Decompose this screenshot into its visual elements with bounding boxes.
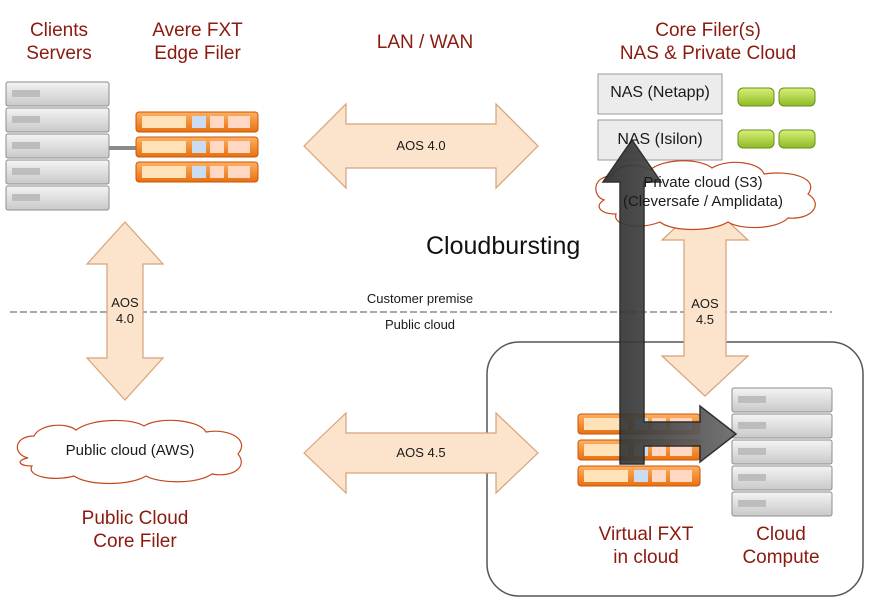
public-cloud-aws-label: Public cloud (AWS) (65, 442, 195, 459)
cloudbursting-arrow (601, 138, 738, 465)
private-cloud-label: Private cloud (S3)(Cleversafe / Amplidat… (622, 174, 784, 210)
public-cloud-arrow (303, 411, 539, 495)
nas-isilon-label: NAS (Isilon) (617, 131, 703, 148)
client-servers-stack (5, 81, 110, 211)
public-cloud-arrow-label: AOS 4.5 (396, 445, 446, 460)
lan-wan-arrow (303, 102, 539, 190)
public-cloud-aws-shape (16, 419, 243, 485)
cloudbursting-title: Cloudbursting (426, 232, 581, 260)
customer-premise-label: Customer premise (366, 291, 474, 306)
nas-isilon-box (597, 119, 723, 161)
avere-edge-filer (135, 111, 259, 183)
right-vertical-arrow (660, 199, 750, 397)
lan-wan-arrow-label: AOS 4.0 (396, 138, 446, 153)
disk-icon (737, 87, 816, 149)
cloud-compute-servers (731, 387, 833, 517)
left-vertical-arrow (85, 221, 165, 401)
core-filers-label: Core Filer(s)NAS & Private Cloud (619, 20, 797, 64)
lan-wan-label: LAN / WAN (376, 32, 474, 53)
nas-netapp-box (597, 73, 723, 115)
public-cloud-line-label: Public cloud (384, 317, 456, 332)
nas-netapp-label: NAS (Netapp) (610, 84, 710, 101)
